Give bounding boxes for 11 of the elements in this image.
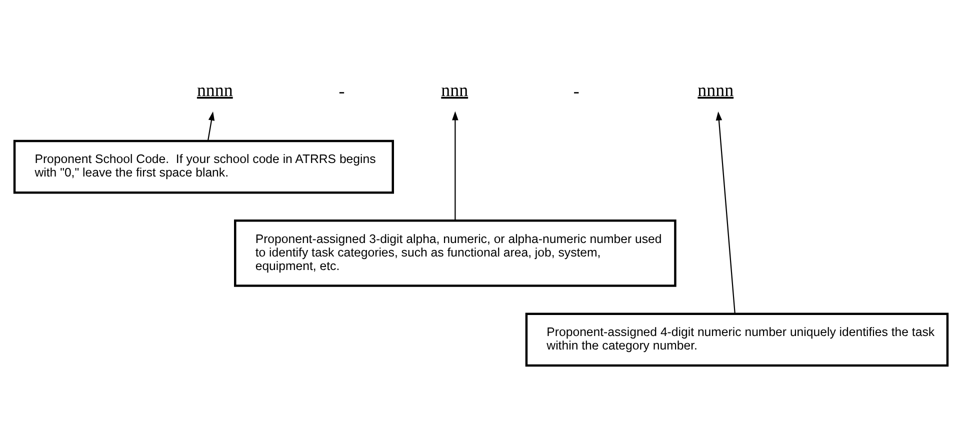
node-box: Proponent School Code. If your school code in ATRRS begins with "0," leave the first space blank. (12, 140, 394, 194)
node-text: nnnn (196, 80, 232, 100)
node-box: Proponent-assigned 4-digit numeric number uniquely identifies the task within the category number. (524, 312, 948, 367)
label: - (338, 80, 344, 101)
arrow (452, 111, 458, 220)
node-text: nnn (440, 80, 468, 100)
node-text: nnnn (697, 80, 734, 100)
arrow (206, 111, 214, 142)
arrow (715, 111, 735, 314)
node-box: Proponent-assigned 3-digit alpha, numeric, or alpha-numeric number used to identify task categories, such as functional area, job, system, equipment, etc. (234, 220, 676, 287)
label: - (572, 80, 579, 101)
